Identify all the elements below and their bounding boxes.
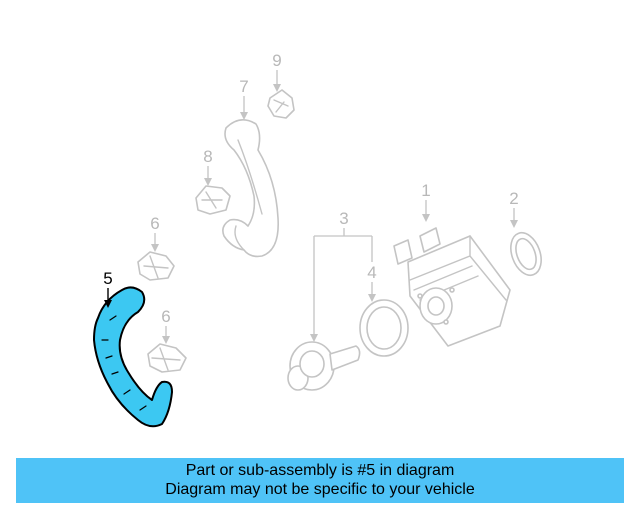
arrow-9 — [273, 84, 281, 92]
part-6-clamp-upper[interactable] — [137, 251, 175, 281]
part-2-seal[interactable] — [505, 229, 546, 280]
part-info-banner: Part or sub-assembly is #5 in diagram Di… — [16, 458, 624, 503]
callout-4: 4 — [367, 263, 376, 282]
arrow-7 — [240, 112, 248, 120]
arrow-1 — [422, 214, 430, 222]
callout-6b: 6 — [161, 307, 170, 326]
part-4-gasket[interactable] — [359, 299, 409, 357]
callout-3: 3 — [339, 209, 348, 228]
part-6-clamp-lower[interactable] — [147, 343, 187, 373]
part-3-thermostat-housing[interactable] — [287, 341, 361, 391]
callout-9: 9 — [272, 51, 281, 70]
part-9-clamp[interactable] — [267, 89, 295, 119]
part-1-oil-cooler[interactable] — [393, 227, 511, 347]
arrow-8 — [204, 178, 212, 186]
arrow-6a — [151, 244, 159, 252]
parts-diagram: 9 7 8 6 6 5 3 — [93, 51, 546, 428]
callout-1: 1 — [421, 181, 430, 200]
callout-8: 8 — [203, 147, 212, 166]
part-5-hose[interactable] — [93, 286, 173, 428]
callout-2: 2 — [509, 189, 518, 208]
leader-3-bracket — [313, 235, 373, 336]
banner-line-part-number: Part or sub-assembly is #5 in diagram — [185, 462, 455, 479]
arrow-6b — [162, 336, 170, 344]
callout-6a: 6 — [150, 214, 159, 233]
arrow-2 — [510, 220, 518, 228]
part-7-hose[interactable] — [222, 119, 279, 258]
arrow-4 — [368, 294, 376, 302]
callout-7: 7 — [239, 77, 248, 96]
part-8-clamp[interactable] — [195, 185, 231, 215]
banner-line-disclaimer: Diagram may not be specific to your vehi… — [165, 481, 475, 498]
arrow-3 — [310, 334, 318, 342]
arrow-5 — [104, 300, 112, 308]
callout-5: 5 — [103, 269, 112, 288]
